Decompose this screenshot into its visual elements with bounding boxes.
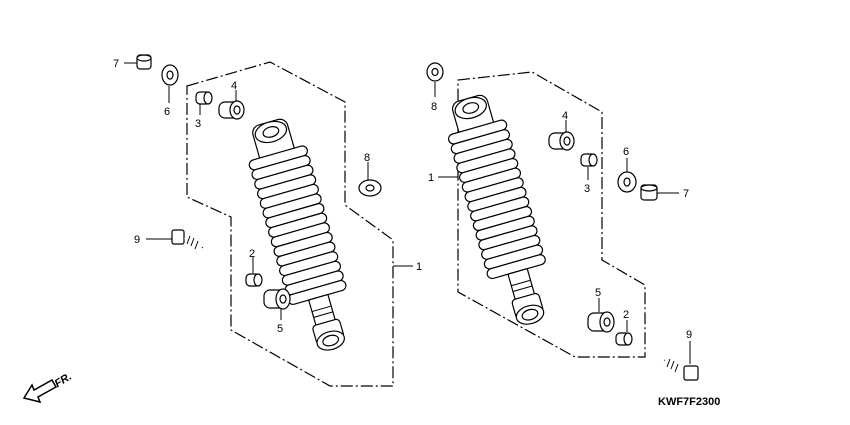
- left-washer-6: [161, 64, 179, 86]
- callout-right-6: 6: [623, 146, 629, 158]
- callout-right-1: 1: [428, 172, 434, 184]
- right-shock-absorber: [447, 94, 546, 325]
- callout-left-4: 4: [231, 80, 237, 92]
- left-assembly-dashed-boundary: [186, 61, 394, 387]
- callout-left-2: 2: [249, 248, 255, 260]
- right-washer-8: [426, 62, 444, 82]
- callout-left-8: 8: [364, 152, 370, 164]
- left-bushing-4: [218, 100, 245, 120]
- callout-right-8: 8: [431, 101, 437, 113]
- callout-left-3: 3: [195, 118, 201, 130]
- right-bushing-5: [587, 311, 615, 333]
- callout-left-9: 9: [134, 234, 140, 246]
- right-bolt-9: [663, 358, 699, 381]
- left-washer-8: [358, 179, 382, 197]
- diagram-code: KWF7F2300: [658, 396, 720, 408]
- right-bushing-4: [548, 131, 575, 151]
- right-washer-6: [617, 171, 637, 193]
- callout-left-1: 1: [416, 261, 422, 273]
- right-collar-2: [615, 332, 633, 346]
- callout-right-3: 3: [584, 183, 590, 195]
- left-nut-7: [136, 54, 152, 70]
- right-collar-3: [580, 153, 598, 167]
- callout-left-6: 6: [164, 106, 170, 118]
- callout-left-7: 7: [113, 58, 119, 70]
- callout-right-5: 5: [595, 287, 601, 299]
- left-collar-3: [195, 91, 213, 105]
- callout-right-9: 9: [686, 329, 692, 341]
- right-assembly-dashed-boundary: [457, 71, 646, 358]
- arrow-left-down-icon: [22, 378, 58, 404]
- callout-right-2: 2: [623, 309, 629, 321]
- callout-right-4: 4: [562, 110, 568, 122]
- front-direction-arrow: FR.: [22, 371, 74, 404]
- right-nut-7: [640, 184, 658, 201]
- left-bushing-5: [263, 288, 291, 310]
- left-shock-absorber: [248, 118, 347, 351]
- callout-right-7: 7: [683, 188, 689, 200]
- left-collar-2: [245, 273, 263, 287]
- left-bolt-9: [171, 229, 204, 250]
- callout-left-5: 5: [277, 323, 283, 335]
